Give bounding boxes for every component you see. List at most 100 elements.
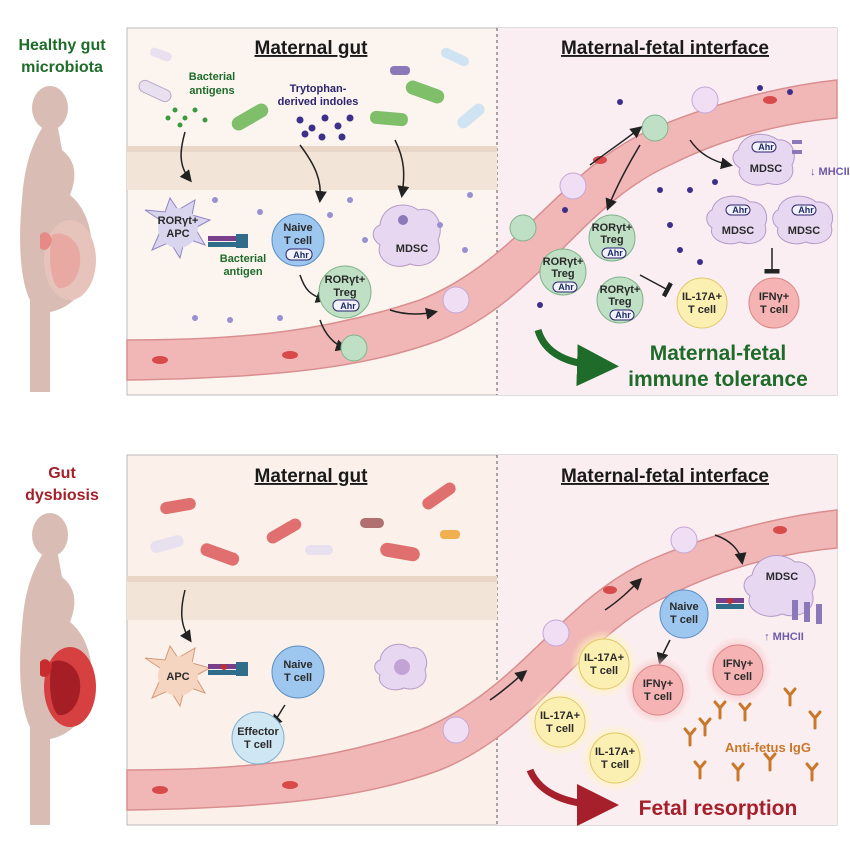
indoles-label-2: derived indoles xyxy=(278,96,359,108)
arrow-to-mdsc-interface xyxy=(689,139,733,170)
ahr-mdsc1: Ahr xyxy=(758,142,774,152)
mdsc-interface-2: Ahr MDSC xyxy=(706,195,768,245)
ahr-badge: Ahr xyxy=(293,250,309,260)
mdsc-interface-1: Ahr MDSC xyxy=(732,133,802,186)
healthy-label-line1: Healthy gut xyxy=(18,37,106,54)
ifng-t-cell-bottom-2: IFNγ+ T cell xyxy=(704,636,772,704)
indole-dots-interface xyxy=(537,85,793,308)
naive-int-label-2: T cell xyxy=(670,614,698,626)
arrow-vessel-bottom-2 xyxy=(604,577,643,611)
bacterial-antigen-label-1: Bacterial xyxy=(220,253,266,265)
vessel-cells-top xyxy=(152,86,777,364)
tolerance-arrow xyxy=(534,328,619,387)
dysbiosis-interface-title: Maternal-fetal interface xyxy=(561,466,769,487)
il17-b3-label-1: IL-17A+ xyxy=(595,746,635,758)
dysbiosis-blood-vessel xyxy=(126,509,838,811)
mhc-tcr-complex-interface xyxy=(716,598,744,609)
naive-t-interface-bottom: Naive T cell xyxy=(659,589,709,639)
outcome-top-line2: immune tolerance xyxy=(628,368,808,391)
indole-dots-gut xyxy=(192,192,473,323)
il17-b2-label-2: T cell xyxy=(546,723,574,735)
ahr-int1: Ahr xyxy=(607,248,623,258)
inhibit-il17 xyxy=(639,274,673,298)
healthy-blood-vessel xyxy=(126,79,838,381)
apc-label-2: APC xyxy=(166,228,189,240)
apc-cell-bottom: APC xyxy=(144,644,212,708)
ifng-b2-label-1: IFNγ+ xyxy=(723,658,753,670)
il17-t-cell-bottom-3: IL-17A+ T cell xyxy=(581,724,649,792)
il17-t-cell-bottom-1: IL-17A+ T cell xyxy=(570,630,638,698)
healthy-label-line2: microbiota xyxy=(21,59,103,76)
mdsc-interface-bottom: MDSC xyxy=(743,555,822,624)
arrow-treg-along xyxy=(389,307,438,320)
ifng-top-label-1: IFNγ+ xyxy=(759,291,789,303)
dysbiosis-epithelium xyxy=(127,576,497,620)
treg-int2-label-2: Treg xyxy=(551,268,574,280)
il17-top-label-2: T cell xyxy=(688,304,716,316)
ifng-b2-label-2: T cell xyxy=(724,671,752,683)
arrow-vessel-up xyxy=(589,126,643,166)
mdsc-int2-label: MDSC xyxy=(722,225,754,237)
arrow-vessel-bottom-1 xyxy=(489,670,528,701)
interface-treg-2: RORγt+ Treg Ahr xyxy=(539,248,587,296)
mhc-up-label: ↑ MHCII xyxy=(764,631,804,643)
mhc-tcr-complex xyxy=(208,234,248,248)
indole-dots xyxy=(296,114,354,141)
mhc-down-label: ↓ MHCII xyxy=(810,166,850,178)
ifng-b1-label-2: T cell xyxy=(644,691,672,703)
mdsc-gut-cell: MDSC xyxy=(372,204,441,267)
ifng-t-cell-top: IFNγ+ T cell xyxy=(748,277,800,329)
ahr-int3: Ahr xyxy=(615,310,631,320)
healthy-panel: Healthy gut microbiota Maternal gut Mate… xyxy=(18,27,850,396)
pregnant-woman-healthy-icon xyxy=(20,86,96,392)
mdsc-interface-3: Ahr MDSC xyxy=(772,195,834,245)
treg-gut-label-2: Treg xyxy=(333,287,356,299)
effector-t-cell: Effector T cell xyxy=(231,711,285,765)
pregnant-woman-dysbiosis-icon xyxy=(20,513,96,825)
healthy-interface-title: Maternal-fetal interface xyxy=(561,38,769,59)
ifng-t-cell-bottom-1: IFNγ+ T cell xyxy=(624,656,692,724)
ahr-int2: Ahr xyxy=(558,282,574,292)
il17-b1-label-2: T cell xyxy=(590,665,618,677)
ifng-top-label-2: T cell xyxy=(760,304,788,316)
vessel-cells-bottom xyxy=(152,526,787,794)
dysbiosis-gut-title: Maternal gut xyxy=(255,466,369,487)
indoles-label-1: Trytophan- xyxy=(290,83,347,95)
ifng-b1-label-1: IFNγ+ xyxy=(643,678,673,690)
interface-treg-1: RORγt+ Treg Ahr xyxy=(588,214,636,262)
arrow-bact-to-apc xyxy=(180,589,192,643)
apc-label-1: RORγt+ xyxy=(158,215,199,227)
naive-t-label-1: Naive xyxy=(283,222,312,234)
arrow-to-interface-treg xyxy=(605,144,641,211)
arrow-to-mdsc xyxy=(394,139,410,198)
antigen-dots xyxy=(165,107,208,128)
ahr-mdsc3: Ahr xyxy=(798,205,814,215)
interface-treg-3: RORγt+ Treg Ahr xyxy=(596,276,644,324)
ahr-mdsc2: Ahr xyxy=(732,205,748,215)
naive-bottom-label-2: T cell xyxy=(284,672,312,684)
il17-b2-label-1: IL-17A+ xyxy=(540,710,580,722)
igg-label: Anti-fetus IgG xyxy=(725,740,811,755)
dysbiosis-bacteria xyxy=(150,482,460,566)
bacterial-antigens-label-2: antigens xyxy=(189,85,234,97)
ahr-badge-treg: Ahr xyxy=(340,301,356,311)
healthy-gut-title: Maternal gut xyxy=(255,38,369,59)
arrow-antigen-to-apc xyxy=(179,131,192,183)
effector-label-2: T cell xyxy=(244,739,272,751)
naive-t-cell-top: Naive T cell Ahr xyxy=(271,213,325,267)
treg-int1-label-2: Treg xyxy=(600,234,623,246)
naive-t-label-2: T cell xyxy=(284,235,312,247)
treg-gut-label-1: RORγt+ xyxy=(325,274,366,286)
mdsc-gut-label: MDSC xyxy=(396,243,428,255)
outcome-top-line1: Maternal-fetal xyxy=(650,342,787,365)
treg-int1-label-1: RORγt+ xyxy=(592,222,633,234)
arrow-to-mdsc-bottom xyxy=(714,534,747,565)
treg-int3-label-2: Treg xyxy=(608,296,631,308)
apc-bottom-label: APC xyxy=(166,671,189,683)
bacterial-antigens-label-1: Bacterial xyxy=(189,71,235,83)
resorption-arrow xyxy=(526,768,619,826)
mdsc-bottom-label: MDSC xyxy=(766,571,798,583)
healthy-epithelium xyxy=(127,146,497,190)
naive-int-label-1: Naive xyxy=(669,601,698,613)
